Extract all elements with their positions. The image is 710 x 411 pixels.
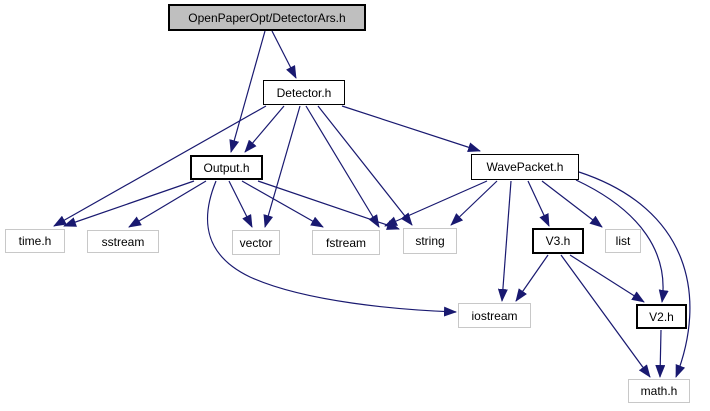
node-time: time.h	[5, 229, 65, 253]
edge-output-to-string	[257, 180, 400, 230]
edge-wavepacket-to-v3	[527, 180, 550, 227]
edge-detector-to-output	[244, 105, 285, 153]
edge-wavepacket-to-string	[450, 180, 498, 226]
node-v2[interactable]: V2.h	[636, 304, 687, 329]
edge-v3-to-math	[560, 254, 651, 378]
edge-wavepacket-to-list	[541, 180, 603, 228]
node-fstream: fstream	[312, 230, 380, 255]
edge-v3-to-iostream	[515, 254, 549, 302]
node-wavepacket[interactable]: WavePacket.h	[471, 154, 579, 180]
node-iostream: iostream	[458, 303, 531, 328]
edge-wavepacket-to-iostream	[497, 180, 512, 302]
edge-detector-to-fstream	[305, 105, 380, 228]
edge-wavepacket-to-math	[578, 171, 691, 378]
edge-output-to-iostream	[206, 180, 457, 317]
edge-detector-to-wavepacket	[341, 105, 481, 153]
node-detectorars: OpenPaperOpt/DetectorArs.h	[168, 4, 366, 31]
edge-detectorars-to-output	[229, 30, 266, 153]
edge-detectorars-to-detector	[271, 30, 297, 79]
edge-wavepacket-to-fstream	[384, 180, 488, 227]
edge-output-to-fstream	[241, 180, 324, 228]
edge-detector-to-time	[53, 105, 267, 227]
edge-output-to-sstream	[128, 180, 207, 228]
node-output[interactable]: Output.h	[190, 155, 263, 180]
edge-output-to-vector	[228, 180, 253, 228]
node-list: list	[605, 229, 641, 253]
node-v3[interactable]: V3.h	[532, 228, 584, 254]
node-math: math.h	[628, 379, 690, 403]
edge-v3-to-v2	[569, 254, 645, 303]
node-string: string	[403, 228, 457, 254]
edge-v2-to-math	[655, 329, 666, 378]
node-vector: vector	[232, 230, 280, 255]
edge-output-to-time	[63, 180, 195, 227]
node-sstream: sstream	[87, 230, 159, 253]
node-detector[interactable]: Detector.h	[263, 80, 345, 105]
edge-wavepacket-to-v2	[575, 179, 669, 303]
edge-detector-to-string	[317, 105, 413, 226]
edge-detector-to-vector	[263, 105, 301, 228]
